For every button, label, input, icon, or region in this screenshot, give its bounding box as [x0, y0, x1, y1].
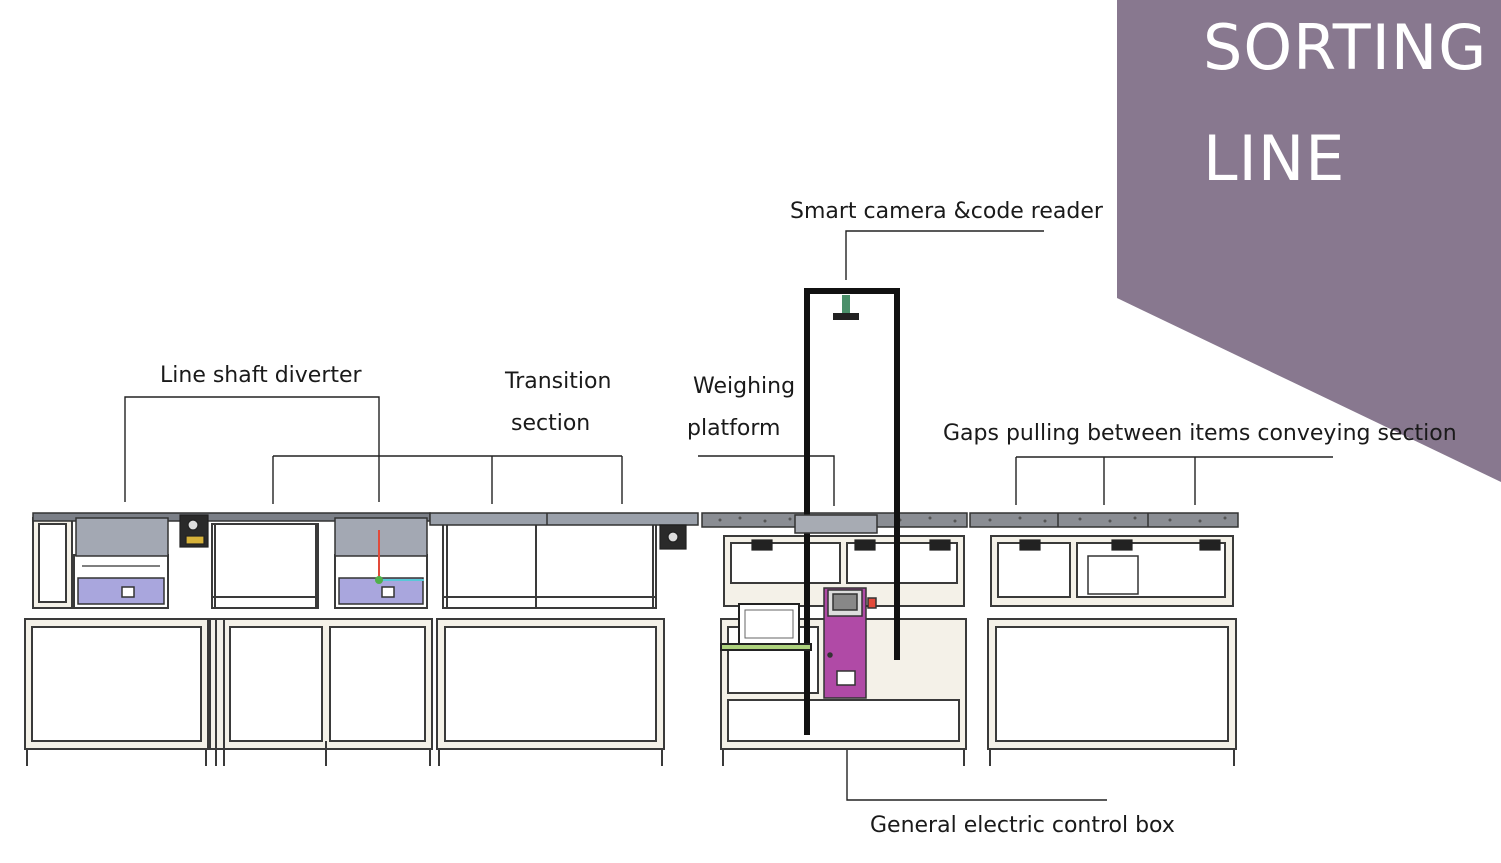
camera-unit	[833, 313, 859, 320]
label-gaps-section: Gaps pulling between items conveying sec…	[943, 421, 1457, 446]
label-line-shaft-diverter: Line shaft diverter	[160, 363, 362, 388]
electric-control-box	[823, 587, 877, 699]
lower-frames	[24, 618, 1237, 766]
label-transition-2: section	[511, 411, 591, 436]
belt-texture	[718, 516, 1227, 523]
motors	[179, 514, 1221, 551]
label-weighing-2: platform	[687, 416, 781, 441]
junction-box	[1087, 555, 1139, 595]
diverter-units	[75, 517, 428, 605]
monitor-station	[720, 603, 812, 651]
title-line-2: LINE	[1203, 122, 1346, 195]
weighing-platform	[794, 514, 878, 534]
label-weighing-1: Weighing	[693, 374, 796, 399]
upper-frames	[32, 517, 1234, 609]
camera-mount	[842, 295, 850, 313]
label-smart-camera: Smart camera &code reader	[790, 199, 1103, 224]
title-banner	[1117, 0, 1501, 482]
label-control-box: General electric control box	[870, 813, 1175, 838]
title-line-1: SORTING	[1203, 11, 1488, 84]
camera-gantry	[804, 288, 900, 735]
label-transition-1: Transition	[505, 369, 612, 394]
